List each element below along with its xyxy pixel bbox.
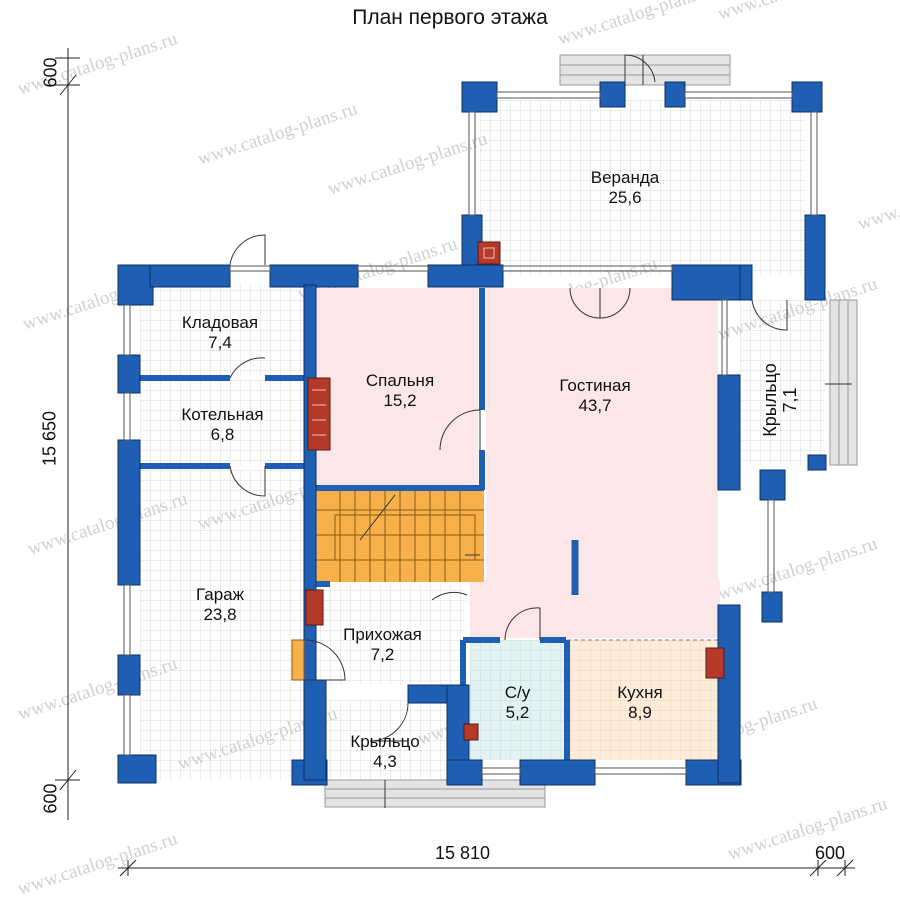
room-area: 6,8	[210, 425, 235, 444]
room-name: С/у	[504, 683, 531, 702]
exterior-steps	[324, 54, 858, 808]
room-bath: С/у 5,2	[480, 683, 555, 723]
dimension-offset-bottom: 600	[40, 783, 61, 814]
room-name: Веранда	[590, 168, 660, 187]
room-kitchen: Кухня 8,9	[585, 683, 695, 723]
hall-floor	[316, 585, 466, 685]
room-name: Кладовая	[181, 313, 259, 332]
room-name: Спальня	[365, 371, 435, 390]
room-area: 7,2	[370, 645, 395, 664]
room-area: 4,3	[373, 752, 397, 771]
boiler-floor	[140, 380, 305, 465]
garage-floor	[140, 470, 305, 780]
room-name: Гараж	[196, 585, 244, 604]
room-porch-south: Крыльцо 4,3	[325, 732, 445, 772]
room-area: 7,4	[208, 333, 232, 352]
floors	[140, 100, 825, 780]
living-floor	[486, 288, 718, 638]
storage-floor	[140, 285, 310, 375]
porch-s-floor	[325, 700, 445, 780]
room-garage: Гараж 23,8	[165, 585, 275, 625]
room-name: Кухня	[617, 683, 663, 702]
room-area: 23,8	[203, 605, 237, 624]
stove-details	[312, 247, 495, 436]
watermark-text: www.catalog-plans.ru	[855, 163, 900, 235]
room-boiler: Котельная 6,8	[160, 405, 285, 445]
dimension-lines	[55, 48, 855, 877]
windows	[123, 91, 818, 775]
room-veranda: Веранда 25,6	[570, 168, 680, 208]
room-name: Гостиная	[559, 376, 631, 395]
room-area: 15,2	[383, 391, 417, 410]
room-bedroom: Спальня 15,2	[340, 371, 460, 411]
watermark-text: www.catalog-plans.ru	[195, 98, 360, 170]
room-area: 43,7	[578, 396, 612, 415]
watermark-text: www.catalog-plans.ru	[715, 533, 880, 605]
bedroom-floor	[316, 288, 478, 488]
plan-title: План первого этажа	[352, 6, 548, 29]
room-name: Крыльцо	[760, 363, 780, 437]
thin-walls	[140, 288, 579, 760]
watermark-text: www.catalog-plans.ru	[725, 793, 890, 865]
room-area: 5,2	[505, 703, 530, 722]
dimension-width-total: 15 810	[435, 843, 491, 863]
bath-tile	[470, 640, 565, 760]
room-storage: Кладовая 7,4	[160, 313, 280, 353]
living-floor-2	[470, 580, 720, 638]
stoves	[291, 241, 725, 741]
room-area: 8,9	[628, 703, 652, 722]
stairs	[316, 490, 484, 582]
room-name: Котельная	[181, 405, 264, 424]
doors	[229, 54, 852, 808]
watermark-text: www.catalog-plans.ru	[15, 828, 180, 900]
room-name: Прихожая	[343, 625, 422, 644]
dimension-offset-right: 600	[815, 843, 846, 863]
room-hall: Прихожая 7,2	[320, 625, 445, 665]
dimension-offset-top: 600	[40, 57, 61, 88]
room-porch-east: Крыльцо 7,1	[760, 350, 800, 450]
room-living: Гостиная 43,7	[535, 376, 655, 416]
porch-e-floor	[740, 300, 825, 465]
room-area: 25,6	[608, 188, 642, 207]
room-name: Крыльцо	[350, 732, 420, 751]
veranda-floor	[480, 100, 805, 275]
kitchen-tile	[568, 640, 718, 760]
room-area: 7,1	[780, 387, 800, 413]
watermark-text: www.catalog-plans.ru	[325, 128, 490, 200]
dimension-height-total: 15 650	[39, 410, 60, 467]
